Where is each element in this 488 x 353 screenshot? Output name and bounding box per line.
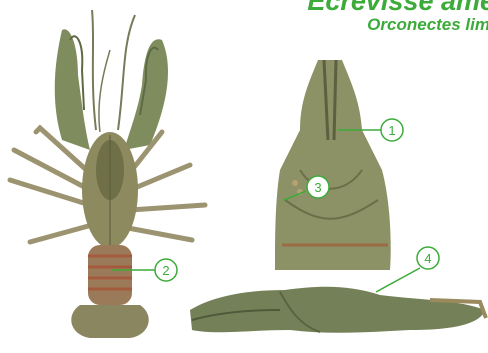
callout-label-3: 3 [314, 180, 321, 195]
callout-label-2: 2 [162, 263, 169, 278]
crayfish-head-closeup [272, 60, 392, 270]
crayfish-top-view [10, 10, 205, 338]
crayfish-side-view [190, 287, 486, 333]
callout-label-1: 1 [388, 123, 395, 138]
callout-label-4: 4 [424, 251, 431, 266]
